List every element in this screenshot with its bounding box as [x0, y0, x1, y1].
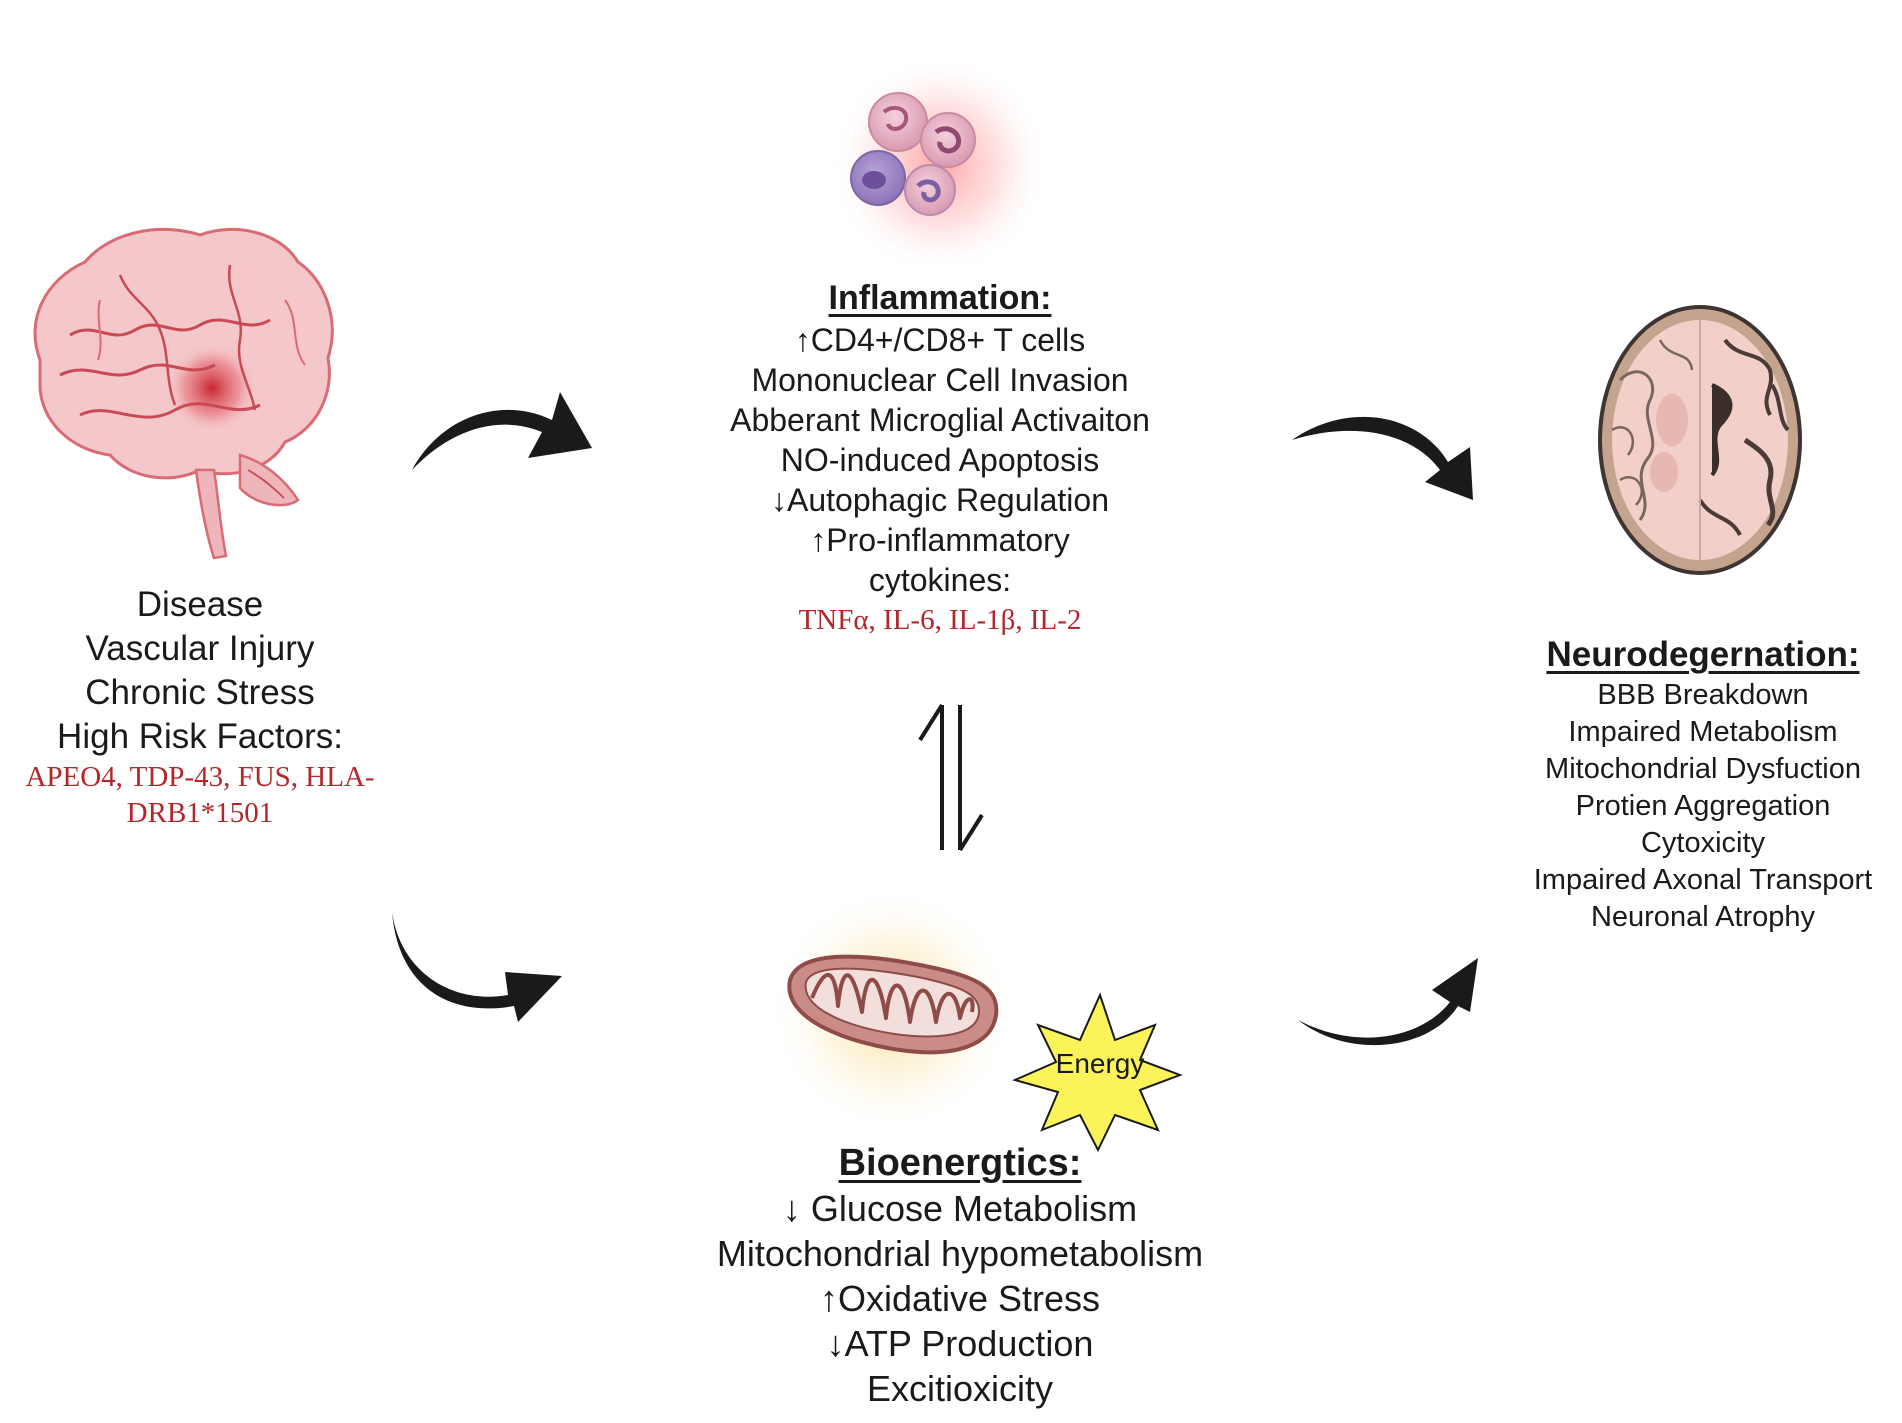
bioenergetics-item: Mitochondrial hypometabolism [716, 1233, 1204, 1274]
neurodegeneration-block: Neurodegernation: BBB Breakdown Impaired… [1498, 633, 1902, 936]
risk-factors-line: DRB1*1501 [126, 797, 274, 829]
inflammation-item: ↑Pro-inflammatory [810, 522, 1070, 558]
cause-line: Disease [136, 585, 264, 624]
energy-badge-label: Energy [1055, 1048, 1145, 1079]
risk-factors-line: APEO4, TDP-43, FUS, HLA- [25, 761, 375, 793]
neurodegeneration-item: Cytoxicity [1640, 827, 1766, 859]
brain-icon [33, 227, 334, 560]
neurodegeneration-item: Impaired Metabolism [1568, 716, 1838, 748]
mitochondrion-icon [787, 954, 999, 1055]
bioenergetics-item: ↓ATP Production [826, 1323, 1094, 1364]
curved-arrow-icon [1292, 416, 1473, 500]
neurodegeneration-item: Neuronal Atrophy [1590, 901, 1816, 933]
cause-line: Vascular Injury [85, 629, 315, 668]
cytokines-list: TNFα, IL-6, IL-1β, IL-2 [798, 604, 1082, 636]
inflammation-item: Mononuclear Cell Invasion [751, 362, 1129, 398]
energy-burst-icon [1012, 992, 1183, 1153]
cause-line: High Risk Factors: [57, 717, 343, 756]
left-causes-block: Disease Vascular Injury Chronic Stress H… [0, 583, 400, 831]
inflammation-title: Inflammation: [828, 279, 1052, 317]
inflammation-item: ↑CD4+/CD8+ T cells [794, 322, 1086, 358]
inflammation-item: ↓Autophagic Regulation [770, 482, 1109, 518]
bioenergetics-block: Bioenergtics: ↓ Glucose Metabolism Mitoc… [630, 1140, 1290, 1411]
cause-line: Chronic Stress [85, 673, 315, 712]
curved-arrow-icon [412, 392, 592, 470]
bioenergetics-item: ↑Oxidative Stress [819, 1278, 1101, 1319]
inflammation-item: cytokines: [868, 562, 1012, 598]
curved-arrow-icon [392, 912, 562, 1022]
neurodegeneration-item: Impaired Axonal Transport [1533, 864, 1873, 896]
bioenergetics-item: Excitioxicity [866, 1368, 1054, 1409]
neurodegeneration-item: Mitochondrial Dysfuction [1545, 753, 1861, 785]
inflammation-item: Abberant Microglial Activaiton [730, 402, 1150, 438]
equilibrium-arrows-icon [918, 703, 984, 852]
brain-atrophy-slice-icon [1598, 305, 1802, 575]
immune-cells-icon [830, 55, 1050, 275]
bioenergetics-title: Bioenergtics: [838, 1142, 1082, 1184]
inflammation-block: Inflammation: ↑CD4+/CD8+ T cells Mononuc… [640, 276, 1240, 638]
neurodegeneration-title: Neurodegernation: [1546, 635, 1860, 674]
neurodegeneration-item: BBB Breakdown [1597, 679, 1809, 711]
neurodegeneration-item: Protien Aggregation [1575, 790, 1831, 822]
bioenergetics-item: ↓ Glucose Metabolism [782, 1188, 1138, 1229]
curved-arrow-icon [1298, 958, 1478, 1046]
inflammation-item: NO-induced Apoptosis [780, 442, 1100, 478]
